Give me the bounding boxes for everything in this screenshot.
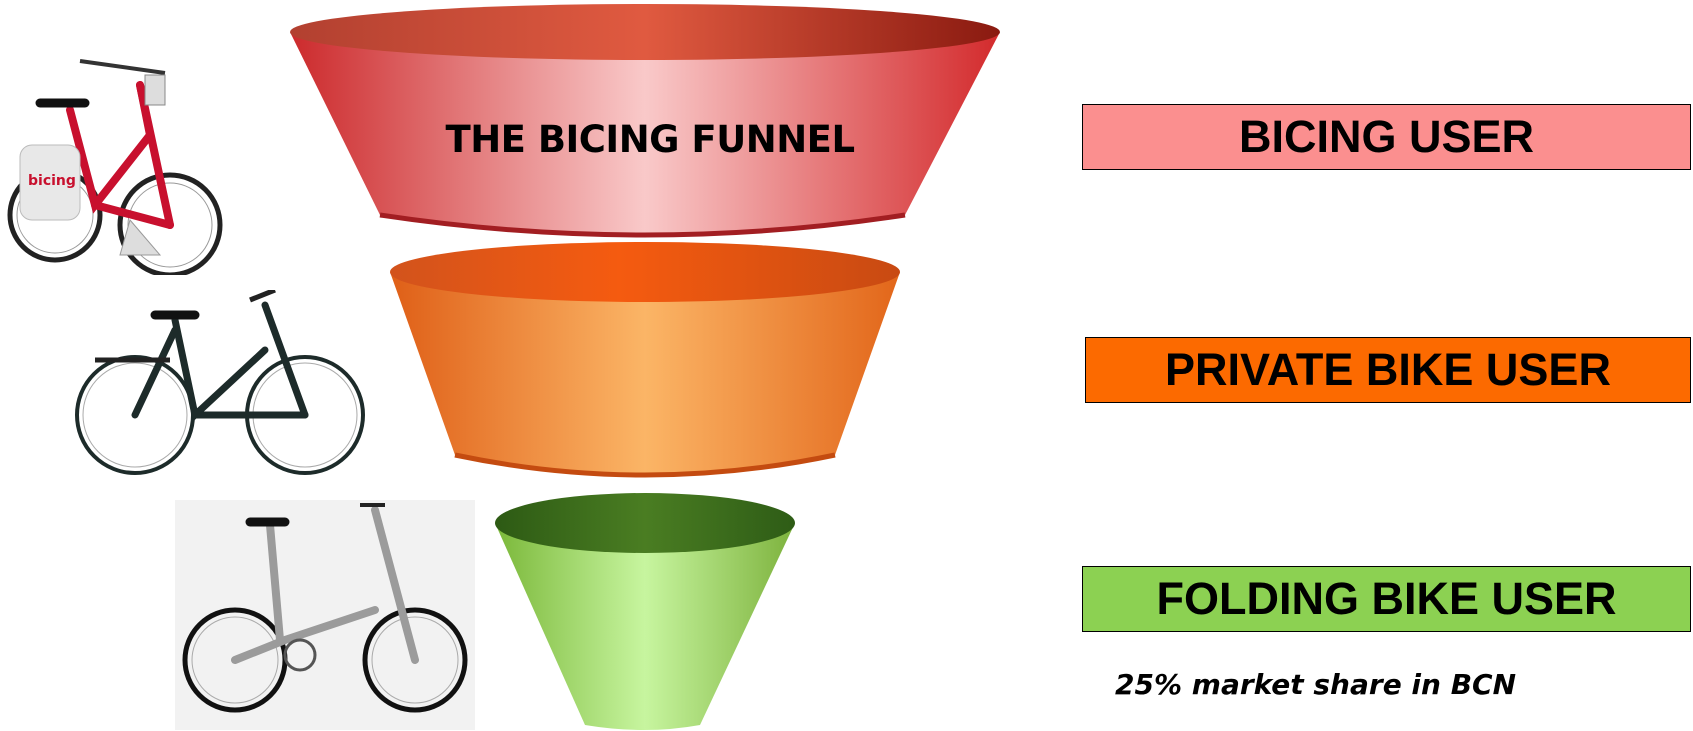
private-bike-user-label: PRIVATE BIKE USER — [1085, 337, 1691, 403]
funnel-stage-bicing — [290, 4, 1000, 238]
bicing-bike-image: bicing — [7, 59, 223, 275]
bicing-user-label: BICING USER — [1082, 104, 1691, 170]
funnel-graphic — [290, 4, 1000, 730]
svg-text:bicing: bicing — [28, 173, 76, 189]
funnel-stage-folding — [495, 493, 795, 730]
city-bike-image — [75, 290, 365, 475]
folding-bike-image — [175, 500, 475, 730]
market-share-note: 25% market share in BCN — [1115, 668, 1517, 701]
folding-bike-user-label: FOLDING BIKE USER — [1082, 566, 1691, 632]
funnel-stage-private — [390, 242, 900, 478]
funnel-title: THE BICING FUNNEL — [445, 118, 855, 161]
